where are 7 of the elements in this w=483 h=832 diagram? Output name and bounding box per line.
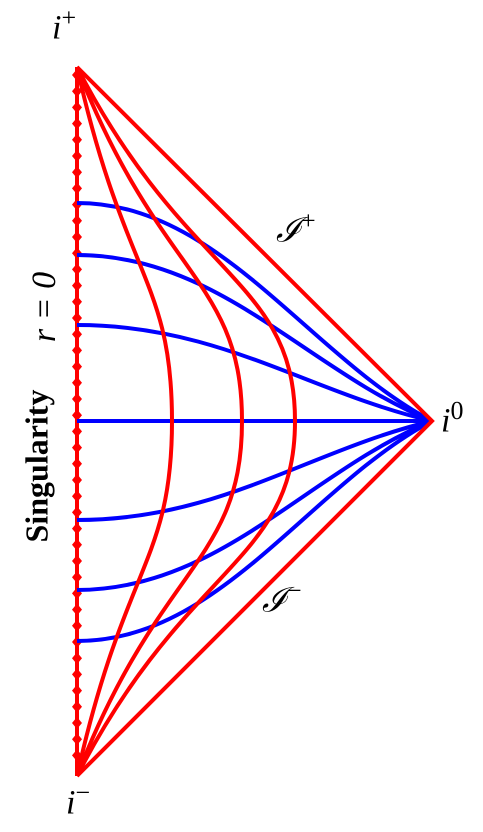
point-label: i$^{+}$ — [52, 5, 76, 46]
point-label: i$^{0}$ — [441, 398, 464, 438]
region-label: Singularity — [20, 390, 52, 542]
boundary-label: ℐ$^{+}$ — [276, 208, 316, 248]
point-label: i$^{−}$ — [66, 780, 90, 820]
boundary-label: ℐ$^{−}$ — [262, 578, 302, 618]
axis-label: r = 0 — [28, 272, 62, 342]
